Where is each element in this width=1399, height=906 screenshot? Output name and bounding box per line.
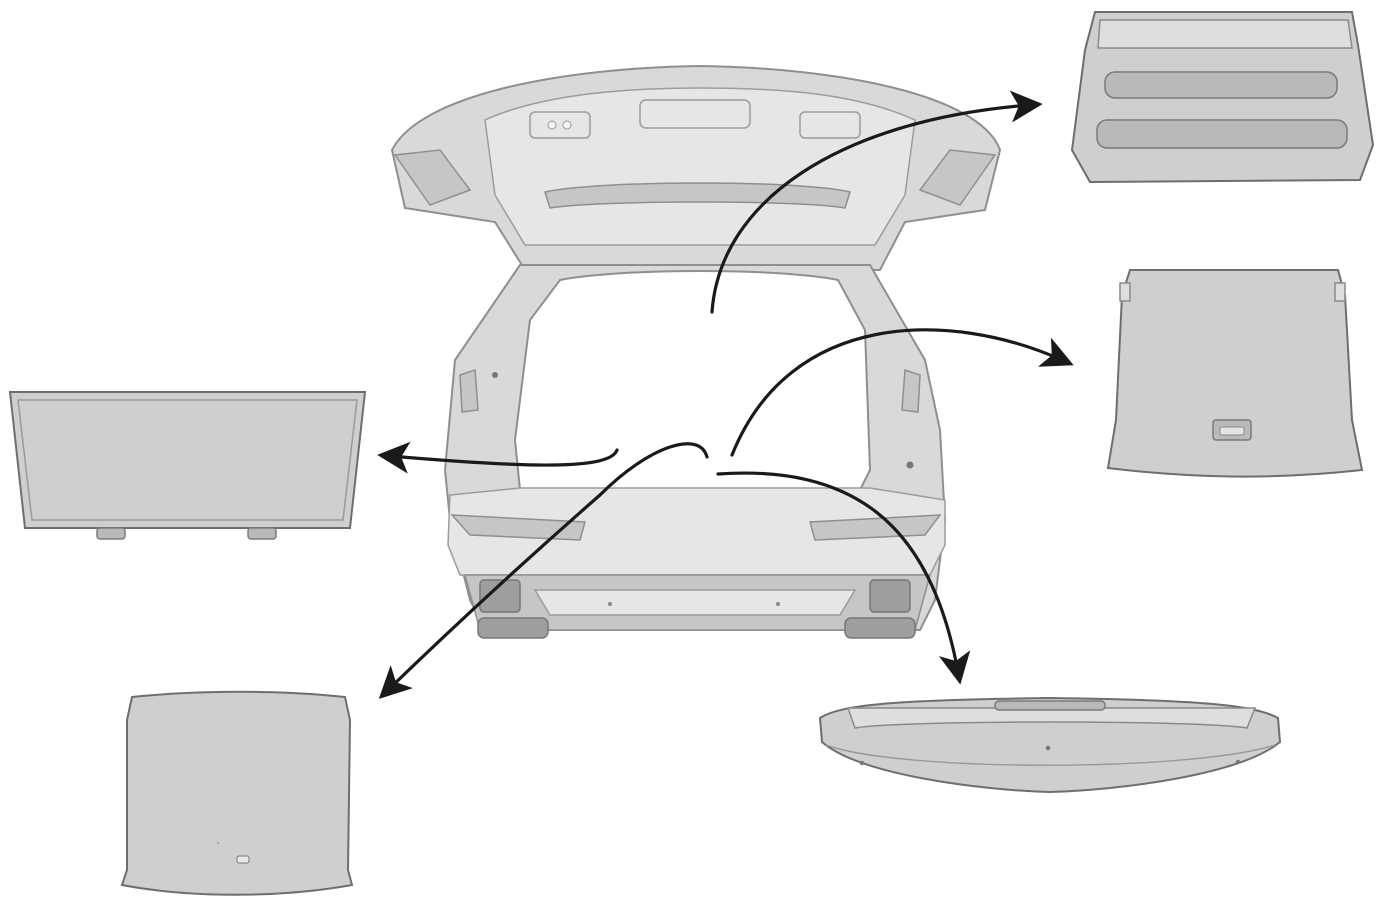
- car-body: [445, 265, 945, 638]
- car-rear-illustration: [392, 66, 1000, 638]
- load-sill-panel-part: [820, 698, 1280, 792]
- partition-panel-part: [10, 392, 365, 539]
- open-tailgate: [392, 66, 1000, 270]
- floor-panel-left-part: [122, 692, 352, 895]
- cargo-cover-part: [1072, 12, 1373, 182]
- floor-panel-right-part: [1108, 270, 1362, 477]
